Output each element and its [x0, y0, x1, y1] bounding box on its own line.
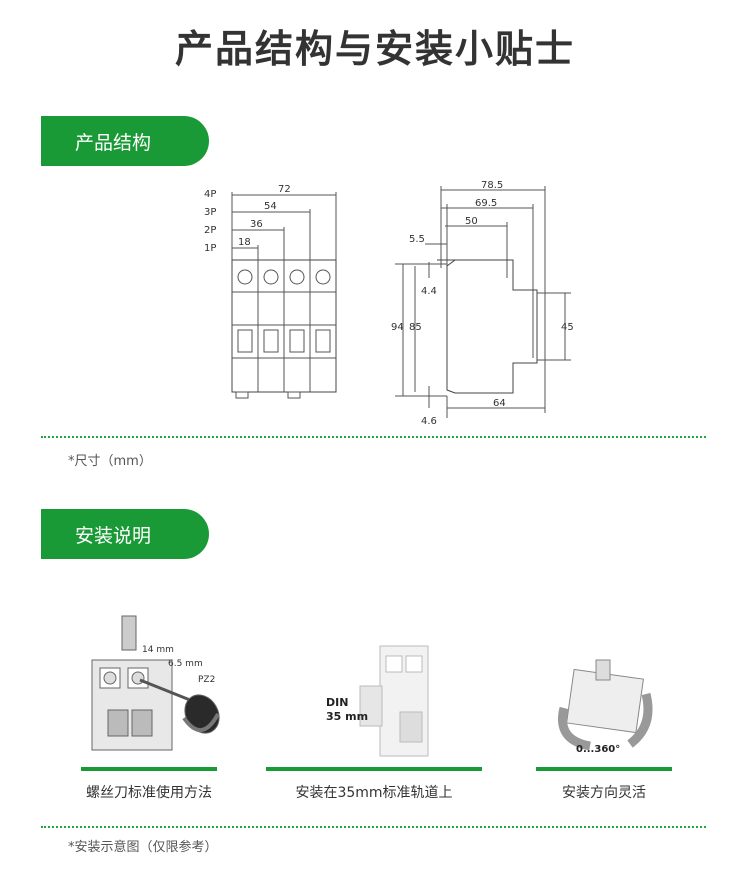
caption-bar-2 [266, 767, 482, 771]
page-title: 产品结构与安装小贴士 [174, 27, 575, 71]
caption-din-rail: 安装在35mm标准轨道上 [295, 785, 453, 801]
dim-5-5: 5.5 [409, 234, 425, 245]
dim-85: 85 [409, 322, 422, 333]
din-label: DIN [326, 696, 348, 709]
dim-94: 94 [391, 322, 404, 333]
front-view-drawing: 4P 3P 2P 1P 72 54 36 18 [204, 184, 337, 399]
dim-14mm: 14 mm [142, 645, 174, 655]
caption-bar-1 [81, 767, 217, 771]
section-tab-install: 安装说明 [41, 509, 209, 559]
dim-69-5: 69.5 [475, 198, 497, 209]
side-view-drawing: 78.5 69.5 50 5.5 4.4 94 85 4.6 45 64 [391, 180, 574, 427]
pole-label-4p: 4P [204, 189, 216, 200]
pole-label-1p: 1P [204, 243, 216, 254]
din-35mm-label: 35 mm [326, 710, 368, 723]
screwdriver-illustration: 14 mm 6.5 mm PZ2 [91, 615, 220, 751]
dim-4-4: 4.4 [421, 286, 437, 297]
width-label-3p: 54 [264, 201, 277, 212]
section-tab-label: 安装说明 [75, 524, 152, 547]
caption-rotation: 安装方向灵活 [562, 785, 646, 801]
width-label-4p: 72 [278, 184, 291, 195]
dim-50: 50 [465, 216, 478, 227]
dim-45: 45 [561, 322, 574, 333]
section-tab-structure: 产品结构 [41, 116, 209, 166]
width-label-2p: 36 [250, 219, 263, 230]
dim-64: 64 [493, 398, 506, 409]
caption-bar-3 [536, 767, 672, 771]
pole-label-2p: 2P [204, 225, 216, 236]
unit-note: *尺寸（mm） [68, 454, 152, 469]
caption-screwdriver: 螺丝刀标准使用方法 [86, 785, 212, 801]
pole-label-3p: 3P [204, 207, 216, 218]
section-tab-label: 产品结构 [75, 131, 152, 154]
din-rail-illustration: DIN 35 mm [326, 645, 429, 757]
bit-pz2: PZ2 [198, 675, 215, 685]
install-note: *安装示意图（仅限参考） [68, 840, 218, 855]
dim-78-5: 78.5 [481, 180, 503, 191]
dim-6-5mm: 6.5 mm [168, 659, 203, 669]
rotation-range: 0...360° [576, 744, 620, 755]
divider-1 [41, 436, 706, 438]
dim-4-6: 4.6 [421, 416, 437, 427]
width-label-1p: 18 [238, 237, 251, 248]
divider-2 [41, 826, 706, 828]
rotation-illustration: 0...360° [558, 659, 653, 755]
